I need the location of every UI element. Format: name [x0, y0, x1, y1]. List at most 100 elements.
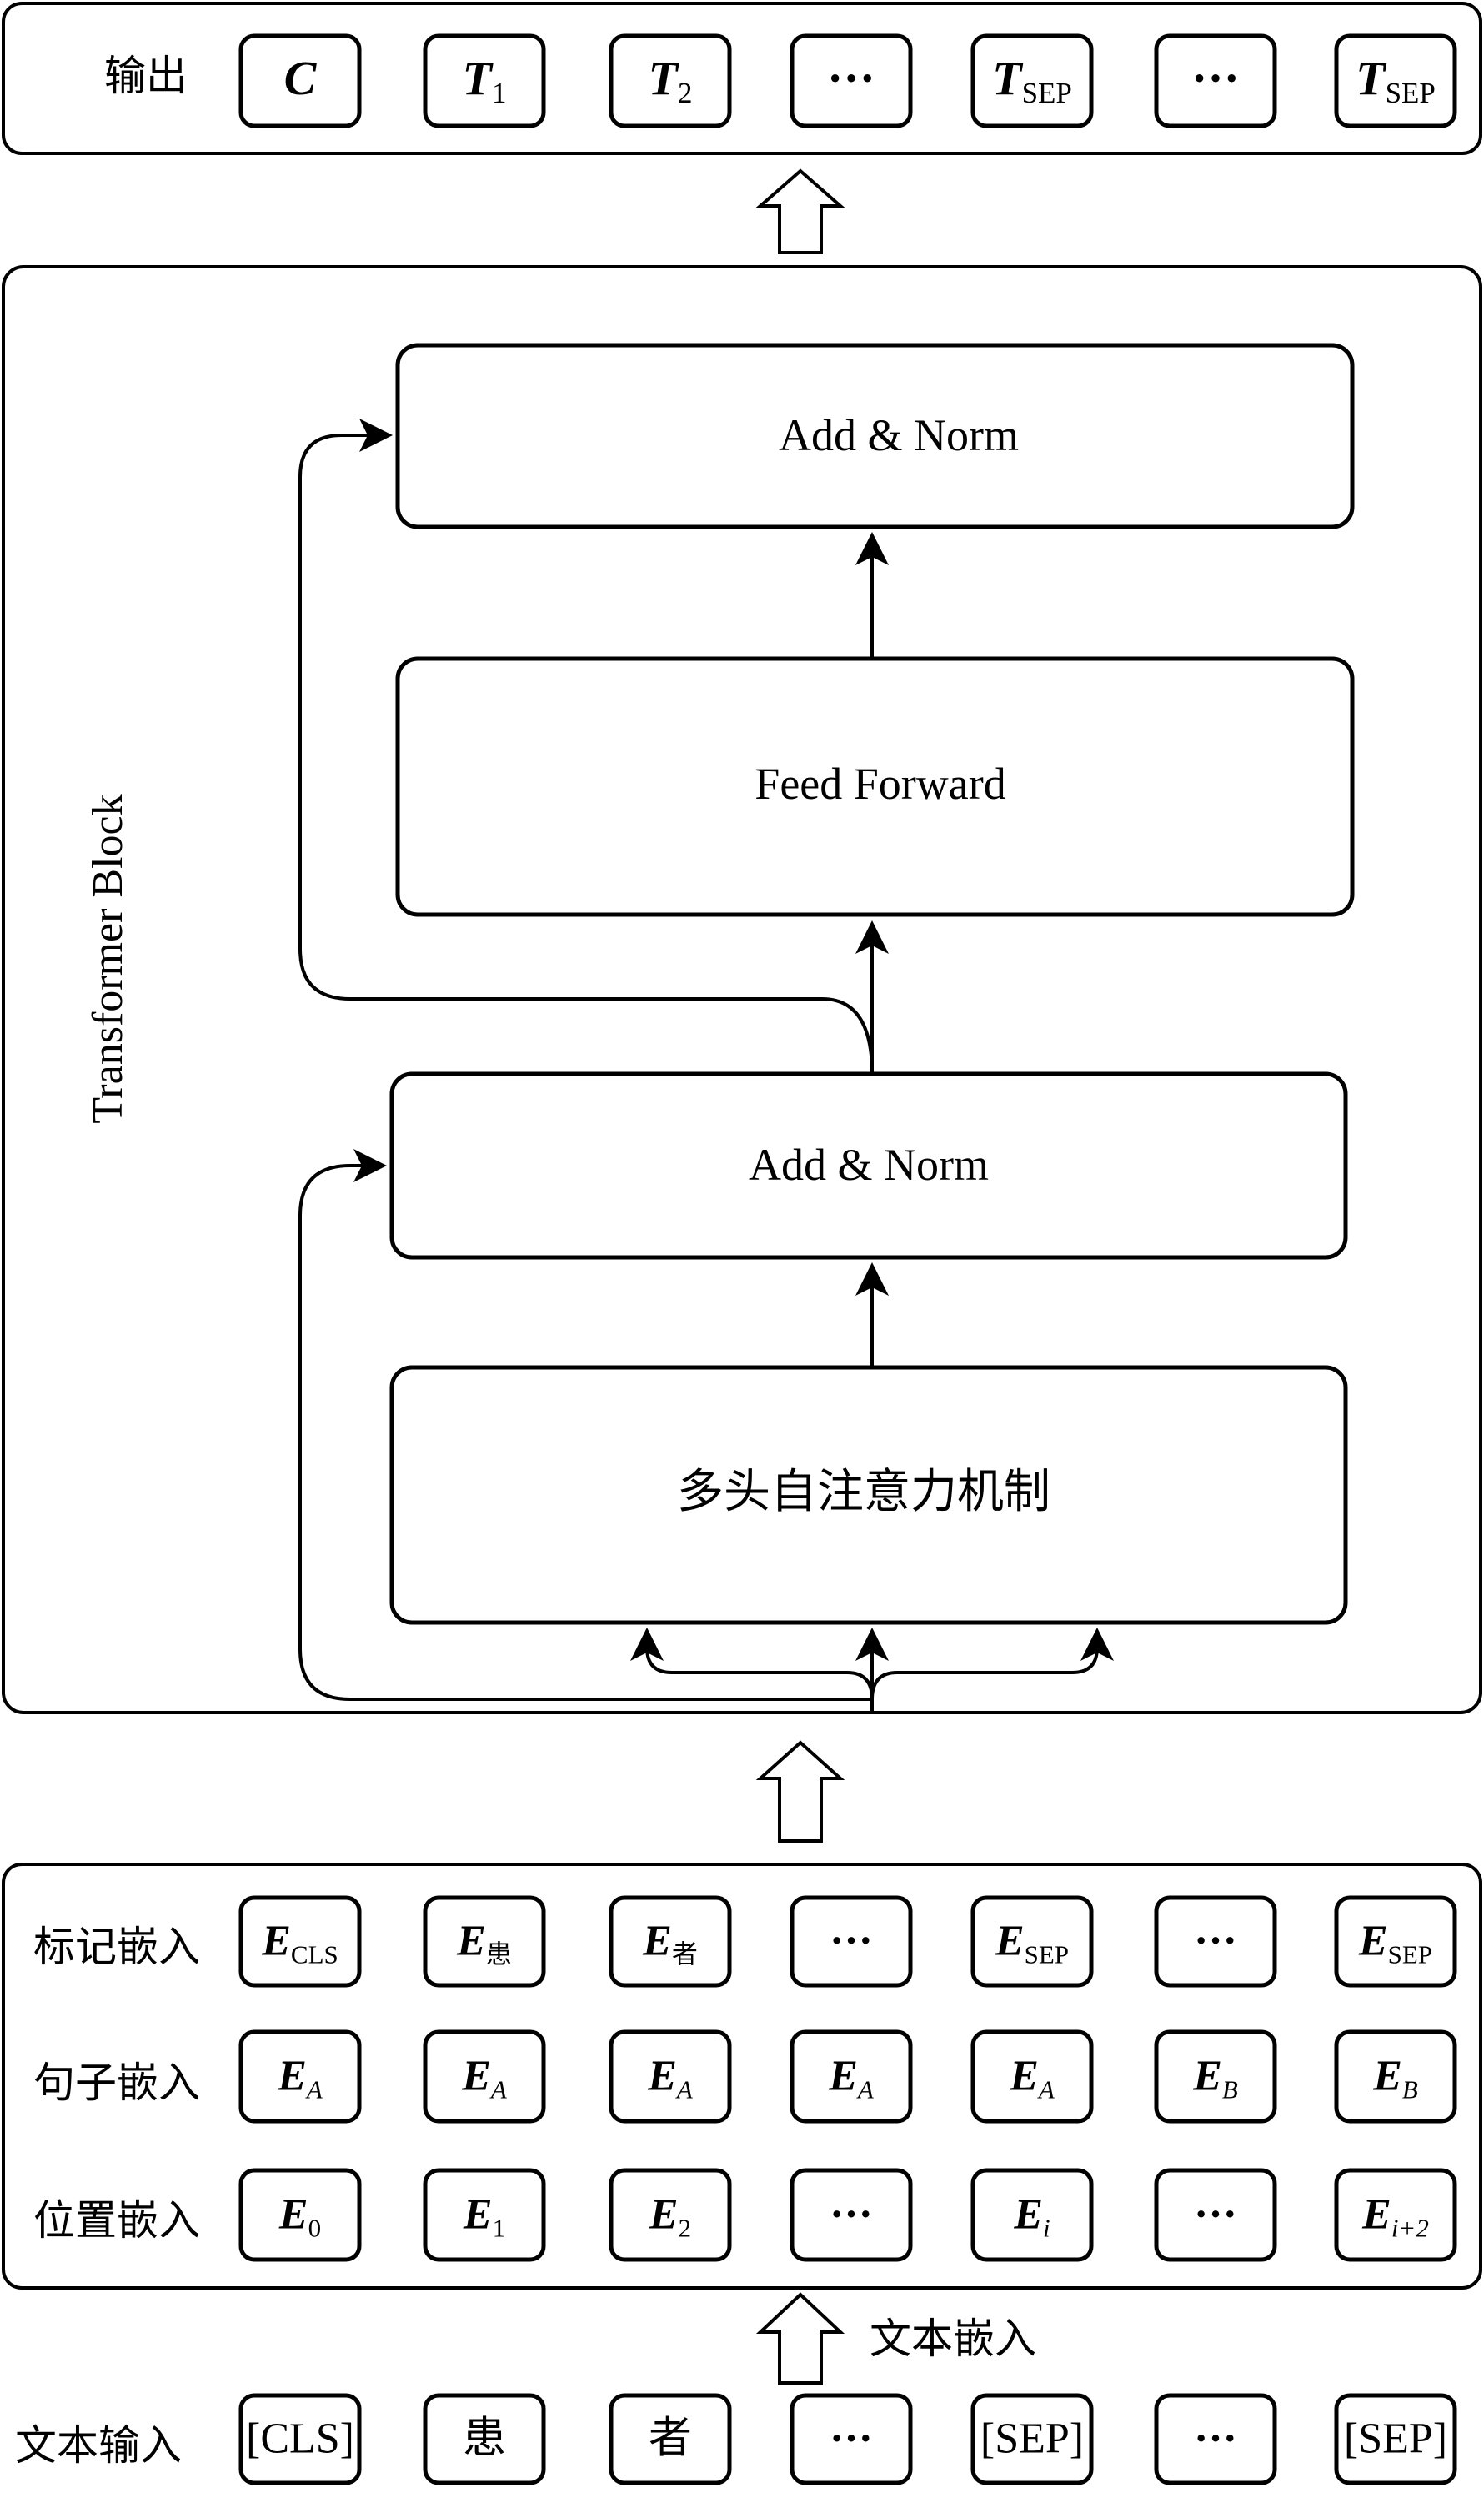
- text-input-token-cell: [423, 2393, 546, 2485]
- token-embedding-text: ···: [1194, 1918, 1237, 1965]
- token-embedding-text: E患: [456, 1918, 512, 1970]
- segment-embedding-cell: [238, 2029, 362, 2124]
- token-embedding-cell: [970, 1895, 1094, 1988]
- add-norm-top-box: [395, 343, 1355, 529]
- transformer-block-panel: [2, 265, 1482, 1714]
- output-token-text: ···: [1191, 51, 1240, 105]
- text-input-token-text: ···: [830, 2415, 873, 2463]
- text-input-token-text: 患: [463, 2414, 506, 2464]
- text-input-token-cell: [609, 2393, 732, 2485]
- output-token-cell: [1334, 33, 1457, 128]
- output-token-cell: [1154, 33, 1277, 128]
- text-input-token-cell: [238, 2393, 362, 2485]
- position-embedding-text: E0: [278, 2191, 321, 2243]
- position-embedding-row: E0 E1 E2 ··· Ei ··· Ei+2: [238, 2168, 1457, 2262]
- transformer-block-label: Transformer Block: [84, 794, 132, 1123]
- segment-embedding-text: EA: [828, 2053, 875, 2104]
- token-embedding-cell: [423, 1895, 546, 1988]
- token-embedding-cell: [238, 1895, 362, 1988]
- token-embedding-cell: [609, 1895, 732, 1988]
- segment-embedding-cell: [1154, 2029, 1277, 2124]
- text-input-token-text: [CLS]: [246, 2415, 354, 2463]
- segment-embedding-row: EA EA EA EA EA EB EB: [238, 2029, 1457, 2124]
- output-token-cell: [609, 33, 732, 128]
- embeddings-panel: [2, 1863, 1482, 2290]
- position-embedding-cell: [238, 2168, 362, 2262]
- text-input-token-cell: [970, 2393, 1094, 2485]
- residual-arrow-bottom: [298, 1149, 874, 1713]
- segment-embedding-label: 句子嵌入: [33, 2059, 200, 2107]
- output-panel: [2, 2, 1482, 155]
- add-norm-bottom-label: Add & Norm: [749, 1140, 989, 1190]
- text-input-token-cell: [1334, 2393, 1457, 2485]
- output-token-text: C: [284, 51, 318, 105]
- text-input-token-text: 者: [649, 2414, 692, 2464]
- output-token-cell: [970, 33, 1094, 128]
- token-embedding-text: ECLS: [261, 1918, 338, 1969]
- segment-embedding-text: EA: [277, 2053, 323, 2104]
- output-token-text: TSEP: [992, 51, 1072, 109]
- feed-forward-label: Feed Forward: [755, 759, 1005, 809]
- add-norm-top-label: Add & Norm: [779, 410, 1019, 460]
- output-token-text: ···: [827, 51, 875, 105]
- position-embedding-cell: [423, 2168, 546, 2262]
- residual-arrow-top: [298, 419, 874, 1075]
- output-token-text: T1: [463, 51, 507, 109]
- output-token-cell: [790, 33, 913, 128]
- position-embedding-text: E1: [463, 2191, 505, 2243]
- output-token-row: C T1 T2 ··· TSEP ··· TSEP: [238, 33, 1457, 128]
- add-norm-bottom-box: [389, 1071, 1348, 1260]
- segment-embedding-cell: [609, 2029, 732, 2124]
- segment-embedding-text: EB: [1372, 2053, 1418, 2104]
- text-input-token-cell: [1154, 2393, 1277, 2485]
- segment-embedding-text: EA: [461, 2053, 508, 2104]
- segment-embedding-cell: [1334, 2029, 1457, 2124]
- position-embedding-text: E2: [649, 2191, 691, 2243]
- output-token-text: TSEP: [1356, 51, 1436, 109]
- position-embedding-cell: [609, 2168, 732, 2262]
- segment-embedding-text: EB: [1192, 2053, 1238, 2104]
- position-embedding-cell: [1154, 2168, 1277, 2262]
- text-input-token-cell: [790, 2393, 913, 2485]
- token-embedding-text: E者: [642, 1918, 698, 1970]
- token-embedding-cell: [1334, 1895, 1457, 1988]
- attention-input-q: [630, 1628, 874, 1700]
- multi-head-attention-box: [389, 1365, 1348, 1625]
- token-embedding-cell: [1154, 1895, 1277, 1988]
- output-token-cell: [238, 33, 362, 128]
- position-embedding-text: Ei+2: [1361, 2191, 1429, 2243]
- segment-embedding-text: EA: [1009, 2053, 1055, 2104]
- output-token-cell: [423, 33, 546, 128]
- attention-input-k: [870, 1628, 1114, 1700]
- feed-forward-box: [395, 656, 1355, 917]
- token-embedding-text: ESEP: [995, 1918, 1069, 1969]
- segment-embedding-cell: [970, 2029, 1094, 2124]
- segment-embedding-cell: [790, 2029, 913, 2124]
- position-embedding-cell: [790, 2168, 913, 2262]
- text-input-token-text: [SEP]: [980, 2415, 1084, 2463]
- position-embedding-label: 位置嵌入: [33, 2196, 200, 2245]
- text-input-row: [CLS] 患 者 ··· [SEP] ··· [SEP]: [238, 2393, 1457, 2485]
- text-embedding-label: 文本嵌入: [870, 2315, 1036, 2363]
- segment-embedding-cell: [423, 2029, 546, 2124]
- position-embedding-text: ···: [830, 2191, 873, 2239]
- token-embedding-text: ESEP: [1358, 1918, 1432, 1969]
- multi-head-attention-label: 多头自注意力机制: [677, 1465, 1050, 1519]
- token-embedding-row: ECLS E患 E者 ··· ESEP ··· ESEP: [238, 1895, 1457, 1988]
- position-embedding-cell: [1334, 2168, 1457, 2262]
- transformer-connectors: [298, 419, 1114, 1713]
- output-token-text: T2: [649, 51, 693, 109]
- position-embedding-text: Ei: [1013, 2191, 1050, 2243]
- segment-embedding-text: EA: [647, 2053, 694, 2104]
- token-embedding-label: 标记嵌入: [33, 1923, 200, 1971]
- position-embedding-cell: [970, 2168, 1094, 2262]
- hollow-arrow-up: [755, 2292, 845, 2385]
- text-input-token-text: [SEP]: [1344, 2415, 1447, 2463]
- position-embedding-text: ···: [1194, 2191, 1237, 2239]
- hollow-arrow-up: [755, 168, 845, 254]
- text-input-token-text: ···: [1194, 2415, 1237, 2463]
- token-embedding-text: ···: [830, 1918, 873, 1965]
- hollow-arrow-up: [755, 1740, 845, 1843]
- token-embedding-cell: [790, 1895, 913, 1988]
